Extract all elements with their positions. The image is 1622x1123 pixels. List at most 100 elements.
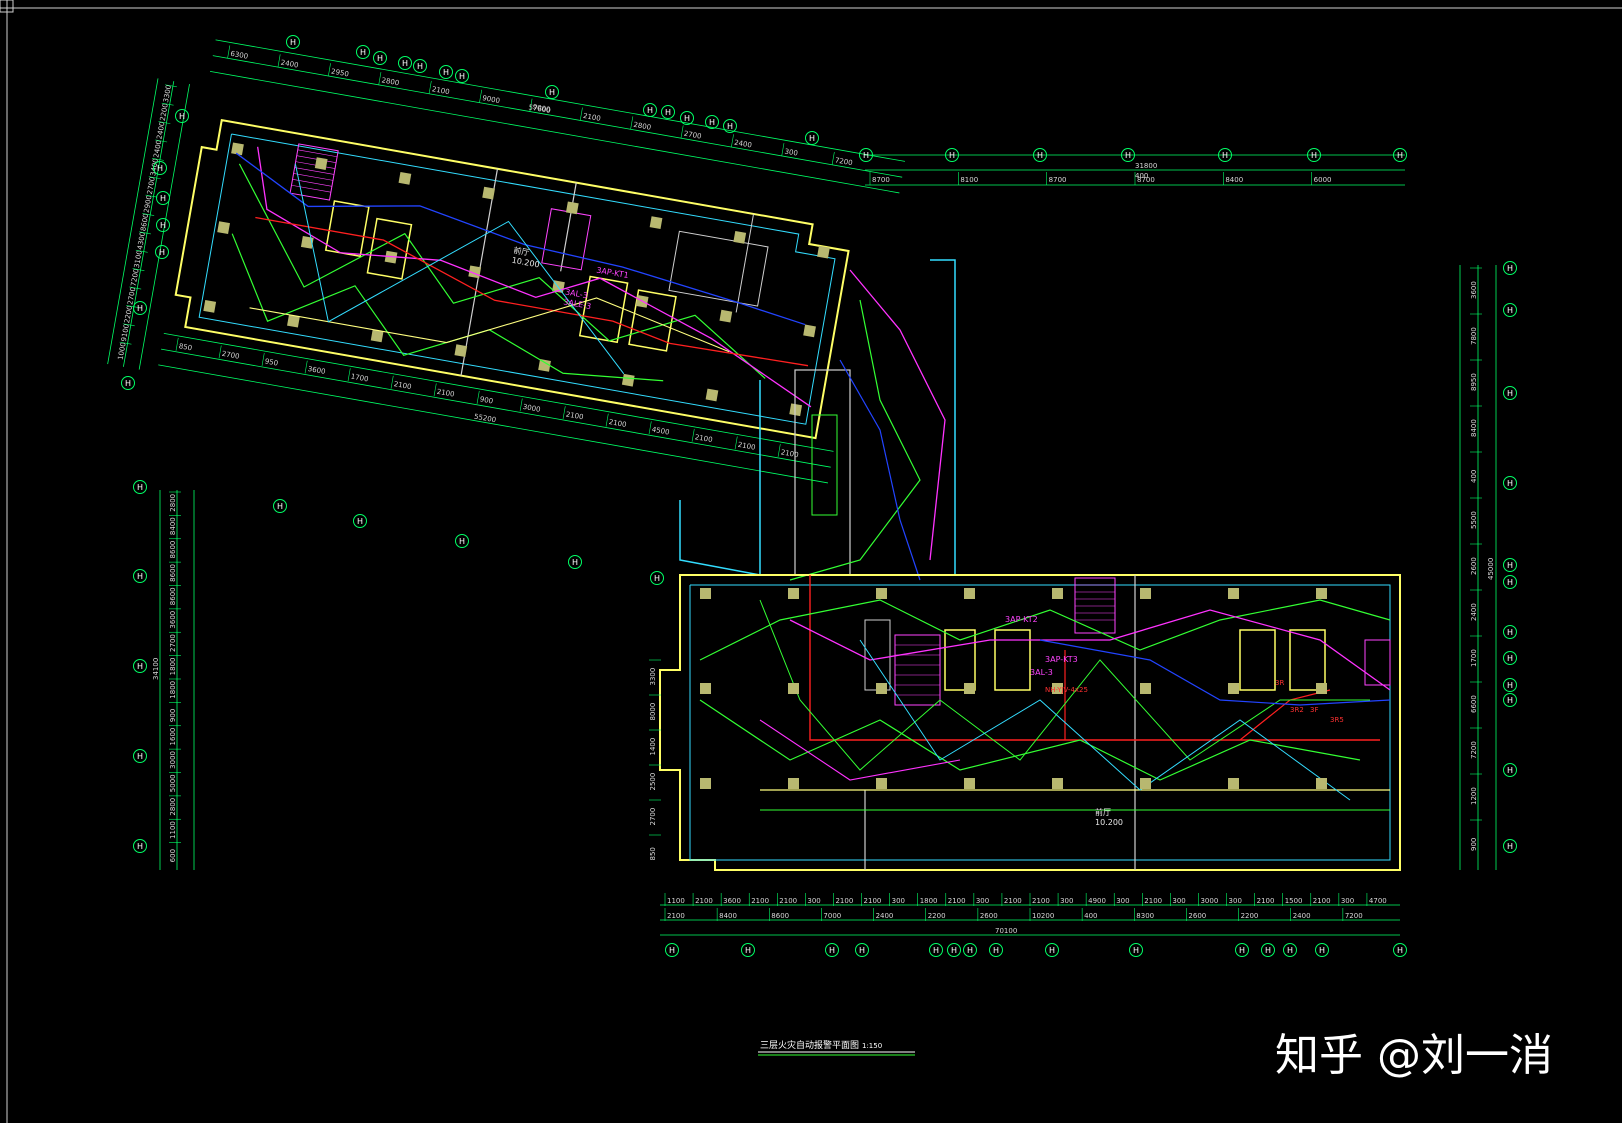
upper-elevator-2: [366, 217, 413, 280]
axis-bubble: [133, 569, 147, 583]
column: [1316, 778, 1327, 789]
lower-stair-1-treads: [1075, 584, 1115, 621]
axis-bubble: [133, 749, 147, 763]
upper-bottom-total: 55200: [473, 413, 496, 425]
upper-bottom-dim-tick: [605, 413, 609, 427]
right-top-dim-value: 6000: [1314, 176, 1332, 184]
axis-bubble-label: H: [1507, 479, 1513, 488]
axis-bubble-label: H: [137, 842, 143, 851]
upper-left-dim-tick: [148, 176, 161, 180]
lower-bottom-dim-value: 2100: [948, 897, 966, 905]
connector-cable-green: [789, 299, 921, 581]
axis-bubble-label: H: [709, 118, 715, 127]
left-side-dim-value: 8400: [169, 517, 177, 535]
upper-top-dim-value: 2400: [733, 139, 752, 150]
axis-bubble-label: H: [549, 88, 555, 97]
axis-bubble: [133, 301, 147, 315]
left-side-dim-value: 3000: [169, 751, 177, 769]
column: [700, 778, 711, 789]
axis-bubble-label: H: [1037, 151, 1043, 160]
axis-bubble-label: H: [137, 304, 143, 313]
axis-bubble: [1283, 943, 1297, 957]
left-side-dim-value: 900: [169, 709, 177, 722]
left-side-dimension-chain: 2800840086008600860036002700180018009001…: [152, 490, 195, 870]
upper-bottom-dim-line-1: [163, 332, 834, 452]
axis-bubble: [643, 103, 657, 117]
lower-bottom-dim-value: 4700: [1369, 897, 1387, 905]
lower-bottom-dim-value: 2100: [779, 897, 797, 905]
axis-bubble-label: H: [1049, 946, 1055, 955]
axis-bubble: [273, 499, 287, 513]
upper-top-dim-value: 9000: [482, 94, 501, 105]
axis-bubble-label: H: [157, 164, 163, 173]
lower-left-dim-value: 8000: [649, 703, 657, 721]
column: [733, 231, 747, 244]
right-side-dim-value: 900: [1470, 838, 1478, 851]
right-side-dim-value: 7800: [1470, 327, 1478, 345]
axis-bubble: [1503, 558, 1517, 572]
lower-bottom-dim-value: 300: [807, 897, 820, 905]
upper-bottom-dim-tick: [304, 360, 308, 374]
axis-bubble-label: H: [1239, 946, 1245, 955]
axis-bubble-label: H: [1397, 946, 1403, 955]
axis-bubble: [1503, 261, 1517, 275]
axis-bubble-label: H: [160, 194, 166, 203]
axis-bubble: [1393, 148, 1407, 162]
axis-bubble: [1261, 943, 1275, 957]
right-side-dim-value: 5500: [1470, 511, 1478, 529]
lower-left-dim-value: 2500: [649, 773, 657, 791]
upper-top-dim-value: 2400: [280, 59, 299, 70]
lower-red-tag-4: 3R5: [1330, 716, 1344, 724]
lower-panel-label-3: 3AL-3: [1030, 668, 1053, 677]
upper-bottom-dim-tick: [691, 428, 695, 442]
lower-elevator-1: [944, 629, 976, 691]
axis-bubble: [859, 148, 873, 162]
upper-left-dim-tick: [129, 286, 142, 290]
lower-room-label: 前厅: [1095, 807, 1111, 817]
upper-left-dim-tick: [142, 213, 155, 216]
upper-top-dim-value: 2800: [633, 121, 652, 132]
upper-columns: [203, 142, 830, 417]
axis-bubble: [947, 943, 961, 957]
axis-bubble: [455, 69, 469, 83]
axis-bubble-label: H: [1507, 628, 1513, 637]
connector-wall-left: [679, 380, 761, 576]
lower-bottom-dim2-value: 2600: [980, 912, 998, 920]
lower-stair-2: [894, 634, 941, 706]
upper-left-dim-value: 3100: [133, 250, 144, 269]
upper-cable-green-2: [231, 233, 664, 382]
axis-bubble-label: H: [665, 108, 671, 117]
right-side-dim-value: 1700: [1470, 649, 1478, 667]
upper-bottom-dim-tick: [734, 436, 738, 450]
lower-bottom-total: 70100: [995, 927, 1017, 935]
axis-bubble-label: H: [137, 662, 143, 671]
upper-left-dim-value: 7200: [130, 268, 141, 287]
right-side-dims: 3600780089508400400550026002400170066007…: [1470, 267, 1482, 851]
lower-bottom-dim-value: 2100: [1032, 897, 1050, 905]
lower-wing: 前厅 10.200 3AP-KT2 3AP-KT3 3AL-3 NH-YJV-4…: [649, 574, 1401, 936]
upper-left-dim-tick: [132, 268, 145, 271]
axis-bubble: [705, 115, 719, 129]
lower-wing-outline: [659, 574, 1401, 871]
upper-top-dim-tick: [328, 63, 331, 77]
upper-top-dim-value: 2800: [381, 76, 400, 87]
upper-top-dim-tick: [630, 116, 634, 130]
right-top-total: 31800: [1135, 162, 1157, 170]
column: [231, 142, 244, 156]
lower-cable-green-3: [759, 599, 1370, 771]
connector-cable-magenta: [849, 269, 946, 561]
lower-bottom-dim-value: 2100: [864, 897, 882, 905]
axis-bubble-label: H: [360, 48, 366, 57]
axis-bubble-label: H: [290, 38, 296, 47]
upper-partition-3: [735, 213, 755, 313]
axis-bubble: [665, 943, 679, 957]
column: [1140, 683, 1151, 694]
upper-bottom-dim-value: 2100: [780, 448, 799, 459]
left-side-dim-value: 8600: [169, 564, 177, 582]
upper-top-dim-tick: [378, 72, 382, 85]
upper-wing-inner-wall: [198, 133, 836, 425]
lower-bottom-dim-value: 3600: [723, 897, 741, 905]
